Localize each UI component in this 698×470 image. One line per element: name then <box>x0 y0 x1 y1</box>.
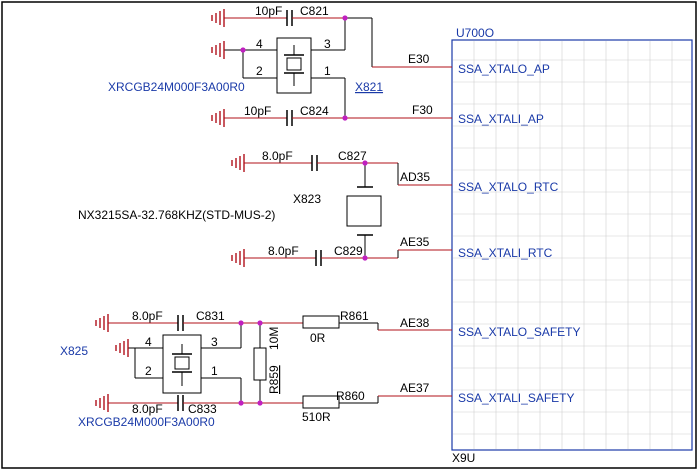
ground-icon <box>211 9 225 27</box>
c829-value: 8.0pF <box>268 244 299 258</box>
x823-part: NX3215SA-32.768KHZ(STD-MUS-2) <box>78 208 275 222</box>
ground-icon <box>211 41 225 59</box>
r861-ref: R861 <box>340 309 369 323</box>
c821-value: 10pF <box>255 4 282 18</box>
c827-value: 8.0pF <box>262 149 293 163</box>
crystal-x821-element <box>286 57 302 71</box>
x821-part: XRCGB24M000F3A00R0 <box>108 80 245 94</box>
crystal-x823-body <box>346 195 382 227</box>
ground-icon <box>95 394 109 412</box>
ground-icon <box>231 249 245 267</box>
ic-ref: U700O <box>456 26 494 40</box>
capacitor-c821 <box>286 10 293 26</box>
x821-pin4: 4 <box>256 37 263 51</box>
safety-crystal-block: 8.0pF C831 R861 0R 4 3 2 1 X825 XRCGB24M… <box>60 309 452 429</box>
junction-dot <box>238 320 244 326</box>
c824-ref: C824 <box>300 104 329 118</box>
r859-value: 10M <box>267 327 281 350</box>
ic-outline <box>451 39 693 451</box>
c833-value: 8.0pF <box>132 402 163 416</box>
r860-ref: R860 <box>336 389 365 403</box>
resistor-r860 <box>302 395 340 409</box>
x821-pin1: 1 <box>324 64 331 78</box>
x825-pin2: 2 <box>145 364 152 378</box>
x821-ref: X821 <box>355 80 383 94</box>
c821-ref: C821 <box>300 4 329 18</box>
capacitor-c831 <box>177 315 184 331</box>
x821-pin2: 2 <box>256 64 263 78</box>
pin-ssa-xtali-rtc: SSA_XTALI_RTC <box>458 246 553 260</box>
net-ad35: AD35 <box>400 170 430 184</box>
c827-ref: C827 <box>338 149 367 163</box>
c829-ref: C829 <box>334 244 363 258</box>
x825-pin4: 4 <box>145 335 152 349</box>
capacitor-c827 <box>311 155 318 171</box>
r861-value: 0R <box>310 331 326 345</box>
junction-dot <box>342 15 348 21</box>
net-ae37: AE37 <box>400 381 430 395</box>
x825-part: XRCGB24M000F3A00R0 <box>78 415 215 429</box>
x821-pin3: 3 <box>324 37 331 51</box>
capacitor-c824 <box>286 110 293 126</box>
ground-icon <box>95 314 109 332</box>
net-ae35: AE35 <box>400 235 430 249</box>
pin-ssa-xtali-safety: SSA_XTALI_SAFETY <box>458 391 575 405</box>
pin-ssa-xtalo-ap: SSA_XTALO_AP <box>458 62 550 76</box>
junction-dot <box>362 255 368 261</box>
junction-dot <box>238 400 244 406</box>
ground-icon <box>231 154 245 172</box>
net-f30: F30 <box>412 103 433 117</box>
ic-body <box>451 39 693 451</box>
resistor-r861 <box>302 315 340 329</box>
ground-symbols <box>95 9 245 412</box>
ap-crystal-block: 10pF C821 4 3 2 1 XRCGB24M000F3A00R0 X82… <box>108 4 452 126</box>
c831-value: 8.0pF <box>132 309 163 323</box>
junction-dot <box>240 47 246 53</box>
x823-ref: X823 <box>293 192 321 206</box>
junction-dots <box>238 15 368 406</box>
x825-pin1: 1 <box>211 364 218 378</box>
net-e30: E30 <box>408 52 430 66</box>
junction-dot <box>342 115 348 121</box>
rtc-crystal-block: 8.0pF C827 X823 NX3215SA-32.768KHZ(STD-M… <box>78 149 452 266</box>
r860-value: 510R <box>302 410 331 424</box>
junction-dot <box>257 320 263 326</box>
ic-labels: U700O X9U E30 SSA_XTALO_AP F30 SSA_XTALI… <box>400 26 581 465</box>
pin-ssa-xtalo-safety: SSA_XTALO_SAFETY <box>458 325 581 339</box>
pin-ssa-xtalo-rtc: SSA_XTALO_RTC <box>458 180 559 194</box>
x825-ref: X825 <box>60 344 88 358</box>
capacitor-c833 <box>177 395 184 411</box>
c833-ref: C833 <box>188 402 217 416</box>
ground-icon <box>115 339 129 357</box>
r859-ref: R859 <box>267 365 281 394</box>
ic-part: X9U <box>452 451 475 465</box>
pin-ssa-xtali-ap: SSA_XTALI_AP <box>458 112 544 126</box>
ic-grid <box>453 41 691 449</box>
ground-icon <box>211 109 225 127</box>
c824-value: 10pF <box>244 104 271 118</box>
c831-ref: C831 <box>196 309 225 323</box>
junction-dot <box>362 160 368 166</box>
capacitor-c829 <box>315 250 322 266</box>
x825-pin3: 3 <box>211 335 218 349</box>
crystal-x825-element <box>174 356 190 370</box>
resistor-r859 <box>253 347 267 381</box>
junction-dot <box>257 400 263 406</box>
net-ae38: AE38 <box>400 316 430 330</box>
